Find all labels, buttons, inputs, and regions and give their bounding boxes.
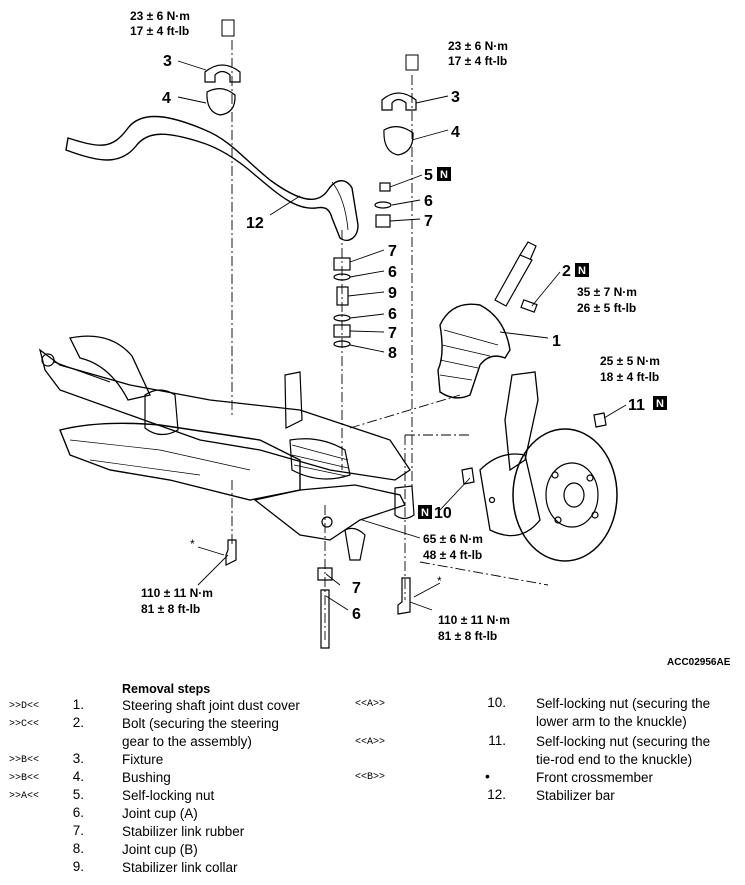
callout-7-bottom: 7 [352, 580, 361, 597]
step-number: 3. [72, 751, 84, 766]
callout-2: 2 [562, 263, 571, 280]
step-number: 8. [72, 841, 84, 856]
svg-text:N: N [656, 398, 664, 410]
procedure-code: <<A>> [355, 737, 386, 748]
step-text: Self-locking nut [122, 788, 215, 803]
step-number: 11. [488, 733, 506, 748]
callout-3-right: 3 [451, 89, 460, 106]
torque-top-left-ftlb: 17 ± 4 ft-lb [130, 24, 189, 38]
procedure-code: >>C<< [9, 719, 40, 730]
new-part-badge-10: N [418, 505, 432, 519]
step-text: Self-locking nut (securing the [536, 734, 711, 749]
callout-6-top: 6 [424, 193, 433, 210]
step-number: 6. [72, 805, 84, 820]
procedure-code: <<A>> [355, 699, 386, 710]
svg-text:N: N [578, 265, 586, 277]
torque-nut10-nm: 65 ± 6 N·m [423, 532, 483, 546]
step-text: Joint cup (B) [122, 842, 198, 857]
svg-text:N: N [421, 507, 429, 519]
step-text: Bolt (securing the steering [122, 716, 279, 731]
exploded-view-diagram: 23 ± 6 N·m 17 ± 4 ft-lb 23 ± 6 N·m 17 ± … [38, 9, 731, 668]
callout-7-second: 7 [388, 243, 397, 260]
callout-6-second: 6 [388, 264, 397, 281]
procedure-code: >>B<< [9, 773, 40, 784]
callout-5: 5 [424, 167, 433, 184]
torque-right-bolt-ftlb: 81 ± 8 ft-lb [438, 629, 497, 643]
step-number: 10. [487, 695, 506, 710]
bullet-marker: • [485, 768, 490, 784]
procedure-code: >>A<< [9, 791, 40, 802]
procedure-code: >>D<< [9, 701, 40, 712]
step-text: Stabilizer bar [536, 788, 615, 803]
callout-9: 9 [388, 285, 397, 302]
step-text: tie-rod end to the knuckle) [536, 752, 693, 767]
callout-10: 10 [434, 505, 452, 522]
torque-nut10-ftlb: 48 ± 4 ft-lb [423, 548, 482, 562]
callout-4-left: 4 [162, 90, 171, 107]
step-number: 4. [72, 769, 84, 784]
callout-11: 11 [628, 397, 645, 414]
torque-top-right-nm: 23 ± 6 N·m [448, 39, 508, 53]
procedure-code: <<B>> [355, 772, 386, 783]
torque-left-bolt-ftlb: 81 ± 8 ft-lb [141, 602, 200, 616]
callout-7-top: 7 [424, 213, 433, 230]
new-part-badge-5: N [437, 167, 451, 181]
torque-left-bolt-nm: 110 ± 11 N·m [141, 586, 213, 600]
step-text: Joint cup (A) [122, 806, 198, 821]
new-part-badge-11: N [653, 396, 667, 410]
figure-reference: ACC02956AE [667, 657, 731, 668]
torque-bolt2-ftlb: 26 ± 5 ft-lb [577, 301, 636, 315]
callout-7-third: 7 [388, 325, 397, 342]
torque-top-right-ftlb: 17 ± 4 ft-lb [448, 54, 507, 68]
callout-3-left: 3 [163, 53, 172, 70]
callout-1: 1 [552, 333, 561, 350]
asterisk-right: * [437, 574, 442, 588]
torque-right-bolt-nm: 110 ± 11 N·m [438, 613, 510, 627]
step-text: Fixture [122, 752, 164, 767]
step-number: 1. [72, 697, 84, 712]
step-number: 12. [487, 787, 506, 802]
torque-bolt2-nm: 35 ± 7 N·m [577, 285, 637, 299]
step-text: Self-locking nut (securing the [536, 696, 711, 711]
step-text: Steering shaft joint dust cover [122, 698, 300, 713]
torque-nut11-ftlb: 18 ± 4 ft-lb [600, 370, 659, 384]
procedure-code: >>B<< [9, 755, 40, 766]
step-number: 5. [72, 787, 84, 802]
step-text: Bushing [122, 770, 171, 785]
torque-top-left-nm: 23 ± 6 N·m [130, 9, 190, 23]
step-text: gear to the assembly) [122, 734, 252, 749]
callout-6-bottom: 6 [352, 606, 361, 623]
callout-8: 8 [388, 345, 397, 362]
callout-6-third: 6 [388, 306, 397, 323]
callout-4-right: 4 [451, 124, 460, 141]
svg-text:N: N [440, 169, 448, 181]
step-text: Stabilizer link collar [122, 860, 238, 875]
removal-steps-heading: Removal steps [122, 682, 211, 696]
new-part-badge-2: N [575, 263, 589, 277]
step-text: lower arm to the knuckle) [536, 714, 687, 729]
step-number: 7. [72, 823, 84, 838]
asterisk-left: * [190, 537, 195, 551]
callout-12: 12 [246, 215, 264, 232]
step-number: 2. [72, 715, 84, 730]
step-number: 9. [72, 859, 84, 874]
step-text: Front crossmember [536, 770, 654, 785]
torque-nut11-nm: 25 ± 5 N·m [600, 354, 660, 368]
step-text: Stabilizer link rubber [122, 824, 245, 839]
